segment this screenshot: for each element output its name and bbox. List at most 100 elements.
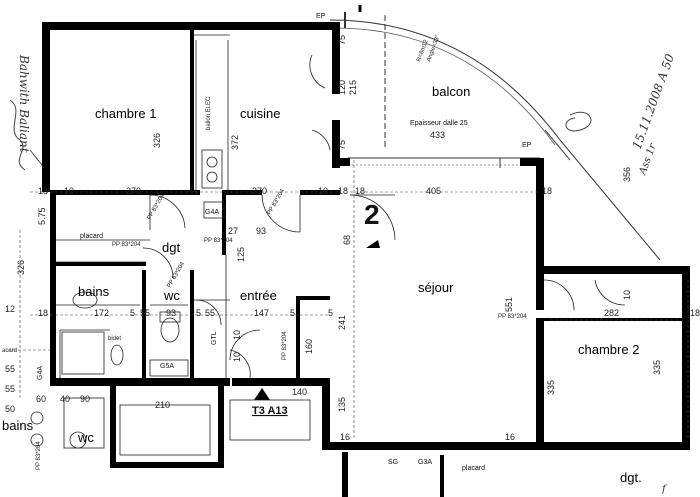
room-label-bains: bains — [78, 284, 110, 299]
dim-16b: 16 — [505, 432, 515, 442]
door-note-e: PP 83*204 — [498, 314, 527, 320]
dim-326a: 326 — [152, 133, 162, 148]
dim-5a: 5 — [130, 308, 135, 318]
room-label-chambre1: chambre 1 — [95, 106, 156, 121]
ep-balcony: EP — [522, 142, 532, 149]
room-label-dgt: dgt — [162, 240, 180, 255]
dim-75b: 75 — [337, 140, 347, 150]
closet-placard-bottom: placard — [462, 465, 485, 472]
dim-93a: 93 — [256, 226, 266, 236]
handwritten-left-text: Bahwith Baliant — [17, 54, 31, 153]
handwritten-left-note: Bahwith Baliant — [9, 54, 43, 171]
closet-g4a-left: G4A — [37, 366, 44, 380]
dim-18a: 18 — [38, 186, 48, 196]
dim-147: 147 — [254, 308, 269, 318]
dim-10a: 10 — [64, 186, 74, 196]
dim-55c: 55 — [5, 364, 15, 374]
dim-18f: 18 — [690, 308, 700, 318]
apartment-marker-icon — [254, 388, 270, 400]
closet-acard: acard — [2, 348, 17, 354]
dim-335a: 335 — [546, 380, 556, 395]
dim-16a: 16 — [340, 432, 350, 442]
dim-55b: 55 — [140, 308, 150, 318]
interior-lines — [56, 34, 311, 456]
dim-135: 135 — [337, 397, 347, 412]
dim-75a: 75 — [337, 35, 347, 45]
dim-270a: 270 — [126, 186, 141, 196]
door-note-c: PP 83*204 — [112, 242, 141, 248]
dim-335b: 335 — [652, 360, 662, 375]
door-swings — [142, 54, 626, 379]
dim-60: 60 — [36, 394, 46, 404]
dim-405: 405 — [426, 186, 441, 196]
equipment-bidet: bidet — [108, 336, 121, 342]
dim-50: 50 — [5, 404, 15, 414]
dim-40: 40 — [60, 394, 70, 404]
plan-marker-icon — [366, 240, 380, 248]
handwritten-f: f — [661, 484, 668, 495]
room-label-wc: wc — [163, 288, 180, 303]
door-note-d: PP 83*204 — [204, 238, 233, 244]
door-note-vertical: PP 83*204 — [282, 331, 288, 360]
room-label-chambre2: chambre 2 — [578, 342, 639, 357]
dim-210: 210 — [155, 400, 170, 410]
dim-120: 120 — [337, 80, 347, 95]
dim-372: 372 — [230, 135, 240, 150]
dim-5c: 5 — [290, 308, 295, 318]
equipment-ballon: ballon ELEC — [206, 96, 212, 130]
apartment-label: T3 A13 — [252, 405, 288, 417]
room-label-dgt-bottom: dgt. — [620, 470, 642, 485]
dim-282: 282 — [604, 308, 619, 318]
plan-number: 2 — [364, 199, 380, 230]
dim-215: 215 — [348, 80, 358, 95]
closet-g3a: G3A — [418, 459, 432, 466]
dim-140: 140 — [292, 387, 307, 397]
handwritten-right-text: 15.11.2008 A 50 — [630, 52, 678, 151]
dim-55a: 55 — [205, 308, 215, 318]
dim-356: 356 — [622, 167, 632, 182]
handwritten-right-note: 15.11.2008 A 50 Ass 1r — [544, 52, 678, 177]
closet-g4a: G4A — [205, 209, 219, 216]
room-label-entree: entrée — [240, 288, 277, 303]
dim-93b: 93 — [166, 308, 176, 318]
dim-90: 90 — [80, 394, 90, 404]
closet-g5a: G5A — [160, 363, 174, 370]
dim-125: 125 — [236, 247, 246, 262]
dim-5b: 5 — [196, 308, 201, 318]
room-label-wc-bottom: wc — [77, 430, 94, 445]
door-note-pp63: PP 63*204 — [167, 261, 187, 289]
room-label-sejour: séjour — [418, 280, 454, 295]
room-label-bains-bottom: bains — [2, 418, 34, 433]
closet-sg: SG — [388, 459, 398, 466]
dim-27: 27 — [228, 226, 238, 236]
dim-160: 160 — [304, 339, 314, 354]
fixtures — [30, 149, 223, 449]
dim-172: 172 — [94, 308, 109, 318]
balcony-thickness-note: Epaisseur dalle 25 — [410, 120, 468, 127]
door-note-a: PP 83*204 — [147, 193, 167, 221]
dim-10c: 10 — [232, 352, 242, 362]
dim-12: 12 — [5, 304, 15, 314]
dim-18c: 18 — [355, 186, 365, 196]
dim-18d: 18 — [542, 186, 552, 196]
balcony-width: 433 — [430, 130, 445, 140]
room-label-balcon: balcon — [432, 84, 470, 99]
dim-10e: 10 — [232, 330, 242, 340]
door-note-f: PP 83*204 — [36, 441, 42, 470]
dim-326b: 326 — [16, 260, 26, 275]
balcony-area — [329, 5, 661, 261]
ep-top: EP — [316, 13, 326, 20]
room-label-cuisine: cuisine — [240, 106, 280, 121]
dim-18b: 18 — [338, 186, 348, 196]
dim-55d: 55 — [5, 384, 15, 394]
dimension-labels: 326 372 270 270 10 10 18 18 18 18 405 75… — [5, 35, 700, 442]
closet-placard: placard — [80, 233, 103, 240]
dim-270b: 270 — [252, 186, 267, 196]
dim-241: 241 — [337, 315, 347, 330]
dim-18e: 18 — [38, 308, 48, 318]
dim-10d: 10 — [622, 290, 632, 300]
dim-575: 5.75 — [37, 207, 47, 225]
closet-gtl: GTL — [211, 331, 218, 345]
walls — [42, 22, 690, 497]
